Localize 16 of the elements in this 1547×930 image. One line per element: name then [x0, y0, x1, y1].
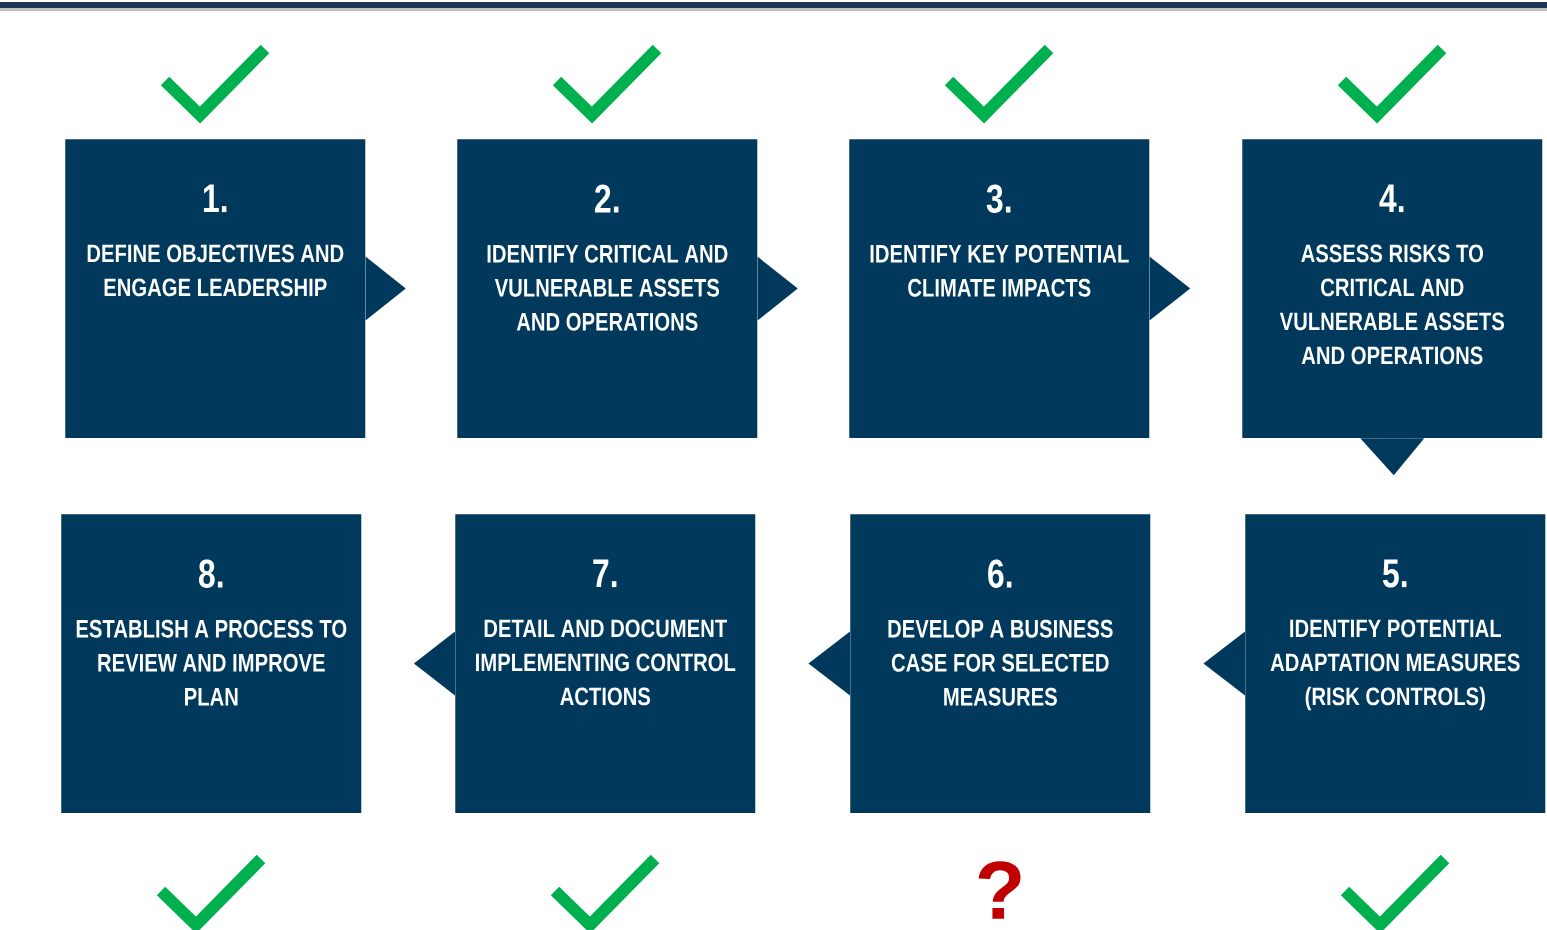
step-box: 6. DEVELOP A BUSINESS CASE FOR SELECTED MEASURES	[850, 514, 1151, 813]
step-box: 2. IDENTIFY CRITICAL AND VULNERABLE ASSETS AND OPERATIONS	[457, 139, 758, 438]
chevron-arrow	[413, 631, 455, 696]
step-box: 5. IDENTIFY POTENTIAL ADAPTATION MEASURES (RISK CONTROLS)	[1245, 514, 1546, 813]
step-box: 8. ESTABLISH A PROCESS TO REVIEW AND IMPROVE PLAN	[61, 514, 362, 813]
chevron-arrow	[1203, 631, 1245, 696]
step-box: 3. IDENTIFY KEY POTENTIAL CLIMATE IMPACTS	[849, 139, 1150, 438]
chevron-arrow	[365, 256, 406, 321]
chevron-arrow	[808, 631, 850, 696]
step-box: 4. ASSESS RISKS TO CRITICAL AND VULNERABLE ASSETS AND OPERATIONS	[1242, 139, 1543, 438]
chevron-arrow	[1149, 256, 1191, 321]
step-box: 7. DETAIL AND DOCUMENT IMPLEMENTING CONTROL ACTIONS	[455, 514, 756, 813]
chevron-arrow	[1360, 438, 1425, 476]
chevron-arrow	[757, 256, 798, 321]
step-box: 1. DEFINE OBJECTIVES AND ENGAGE LEADERSHIP	[65, 139, 366, 438]
question-mark: ?	[978, 861, 1021, 919]
